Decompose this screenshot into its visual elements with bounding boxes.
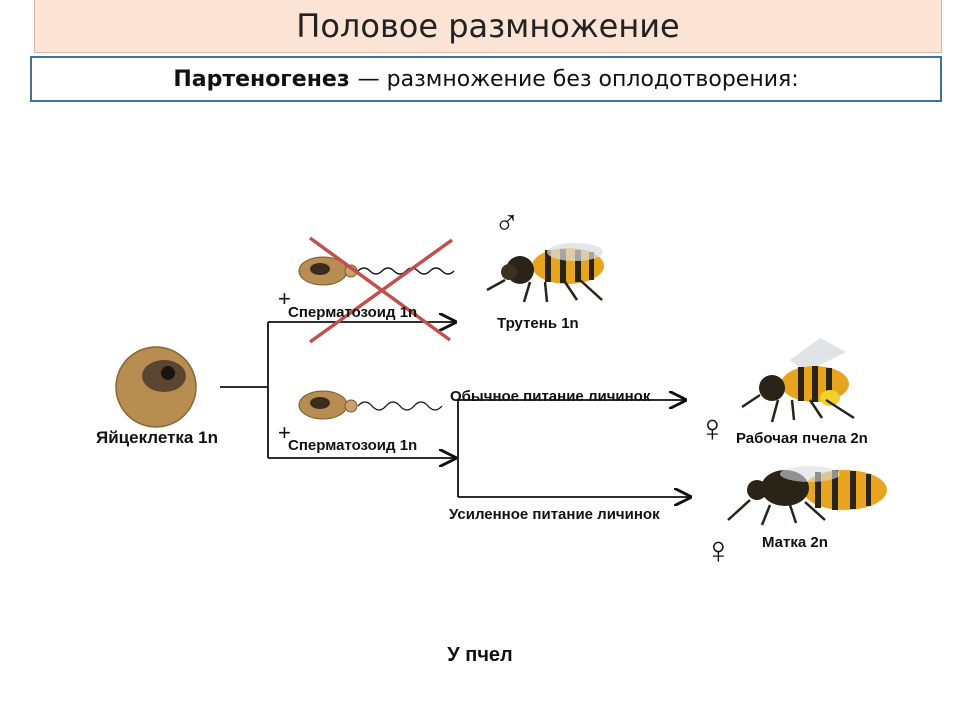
drone-bee-icon bbox=[486, 243, 604, 303]
sperm-label-top: Сперматозоид 1n bbox=[288, 304, 418, 321]
caption-bees: У пчел bbox=[447, 644, 513, 666]
drone-label: Трутень 1n bbox=[497, 315, 579, 332]
egg-cell bbox=[115, 346, 197, 428]
female-symbol-worker: ♀ bbox=[698, 408, 727, 450]
queen-label: Матка 2n bbox=[762, 534, 828, 551]
page-title: Половое размножение bbox=[296, 7, 680, 45]
female-symbol-queen: ♀ bbox=[704, 530, 733, 572]
queen-bee-icon bbox=[727, 466, 887, 526]
title-bar: Половое размножение bbox=[34, 0, 942, 53]
sperm-label-bottom: Сперматозоид 1n bbox=[288, 437, 418, 454]
worker-label: Рабочая пчела 2n bbox=[736, 430, 868, 447]
sperm-icon-bottom bbox=[298, 390, 443, 420]
enhanced-feeding-label: Усиленное питание личинок bbox=[449, 506, 660, 523]
branch-lines bbox=[220, 322, 690, 497]
sperm-icon-top bbox=[298, 256, 455, 286]
worker-bee-icon bbox=[741, 338, 855, 423]
egg-label: Яйцеклетка 1n bbox=[96, 428, 218, 447]
plus-sign-top: + bbox=[278, 286, 291, 311]
male-symbol: ♂ bbox=[494, 204, 520, 242]
cross-mark bbox=[308, 236, 454, 344]
normal-feeding-label: Обычное питание личинок bbox=[450, 388, 651, 405]
plus-sign-bottom: + bbox=[278, 420, 291, 445]
definition-text: — размножение без оплодотворения: bbox=[357, 66, 799, 92]
term-parthenogenesis: Партеногенез bbox=[173, 66, 350, 92]
definition-box: Партеногенез — размножение без оплодотво… bbox=[30, 56, 942, 102]
